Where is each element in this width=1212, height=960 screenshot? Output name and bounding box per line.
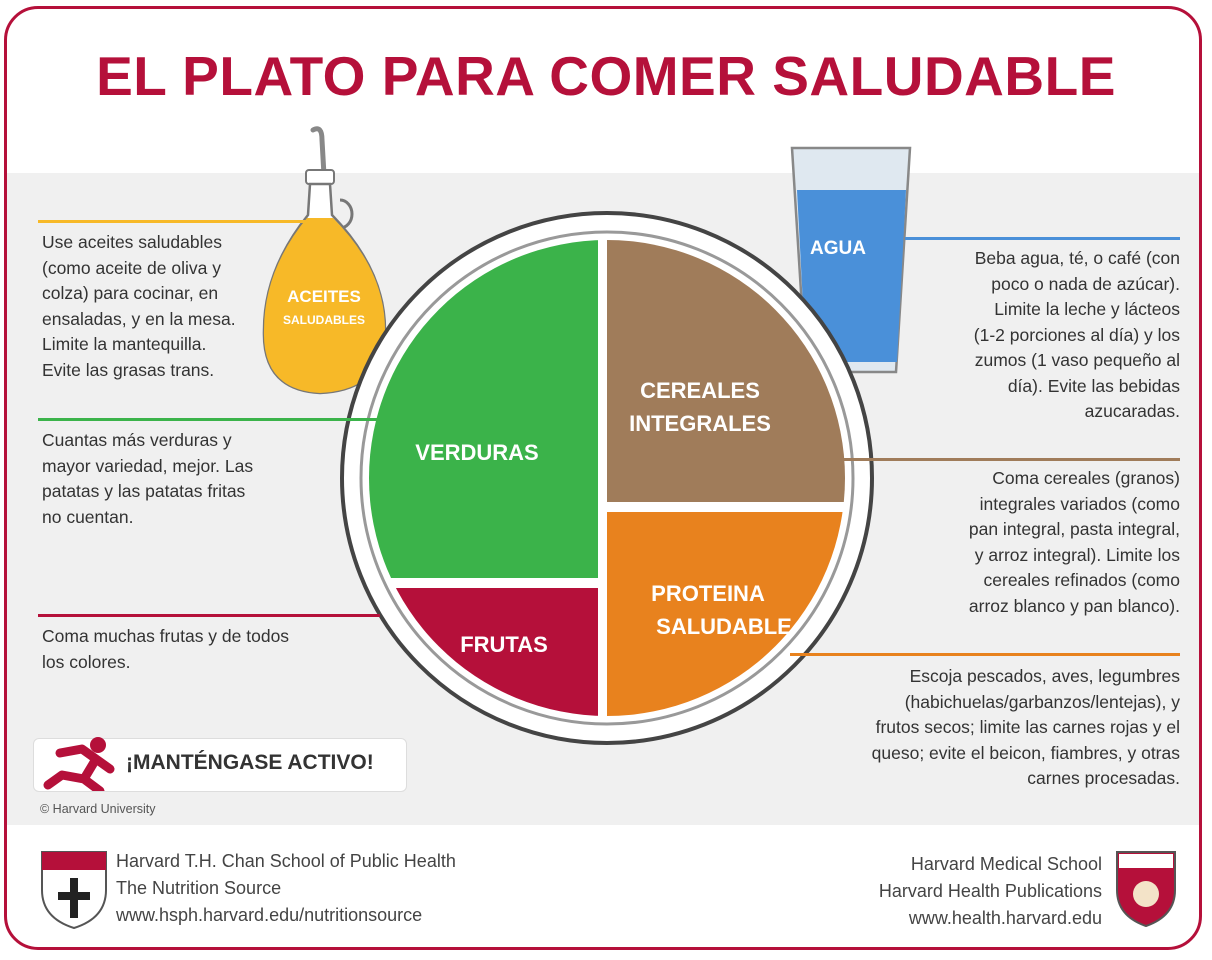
text-line: The Nutrition Source — [116, 878, 282, 898]
text-line: Coma muchas frutas y de todos — [42, 626, 290, 646]
text-line: los colores. — [42, 651, 131, 672]
text-line: mayor variedad, mejor. Las — [42, 455, 254, 476]
hsph-shield-icon — [41, 851, 107, 930]
copyright: © Harvard University — [40, 802, 156, 816]
text-line: arroz blanco y pan blanco). — [968, 595, 1180, 616]
hms-shield-icon — [1116, 851, 1176, 928]
hsph-url: www.hsph.harvard.edu/nutritionsource — [116, 905, 423, 925]
text-line: colza) para cocinar, en — [42, 283, 219, 303]
text-line: cereales refinados (como — [983, 570, 1180, 590]
verduras-section — [369, 240, 598, 578]
page-title: EL PLATO PARA COMER SALUDABLE — [96, 45, 1116, 107]
text-line: (como aceite de oliva y — [42, 257, 221, 278]
oil-label-2: SALUDABLES — [283, 313, 365, 327]
stay-active-banner: ¡MANTÉNGASE ACTIVO! — [33, 737, 407, 792]
cereales-label-2: INTEGRALES — [629, 411, 771, 436]
verduras-line — [38, 418, 378, 421]
water-glass-icon: AGUA — [790, 146, 912, 374]
text-line: zumos (1 vaso pequeño al — [974, 350, 1180, 370]
agua-note: Beba agua, té, o café (con poco o nada de… — [974, 246, 1180, 425]
water-label: AGUA — [810, 238, 866, 259]
text-line: Harvard Health Publications — [878, 881, 1102, 901]
footer-left: Harvard T.H. Chan School of Public Healt… — [116, 848, 456, 929]
text-line: integrales variados (como — [979, 493, 1180, 514]
text-line: Limite la mantequilla. — [42, 334, 207, 354]
proteina-line — [790, 653, 1180, 656]
text-line: día). Evite las bebidas — [1007, 375, 1180, 396]
text-line: ensaladas, y en la mesa. — [42, 308, 236, 329]
text-line: (habichuelas/garbanzos/lentejas), y — [904, 691, 1180, 712]
text-line: Escoja pescados, aves, legumbres — [909, 666, 1180, 686]
text-line: frutos secos; limite las carnes rojas y … — [875, 717, 1180, 737]
proteina-label-2: SALUDABLE — [656, 614, 792, 639]
text-line: Use aceites saludables — [42, 232, 222, 252]
cereales-label-1: CEREALES — [640, 378, 760, 403]
text-line: Limite la leche y lácteos — [994, 299, 1180, 319]
agua-line — [905, 237, 1180, 240]
text-line: Cuantas más verduras y — [42, 430, 232, 450]
verduras-label: VERDURAS — [415, 440, 538, 465]
text-line: Evite las grasas trans. — [42, 359, 215, 380]
aceites-note: Use aceites saludables (como aceite de ol… — [42, 230, 236, 383]
text-line: azucaradas. — [1084, 401, 1180, 421]
text-line: Beba agua, té, o café (con — [974, 248, 1180, 268]
text-line: Harvard Medical School — [910, 854, 1102, 874]
frutas-line — [38, 614, 380, 617]
text-line: y arroz integral). Limite los — [974, 544, 1180, 565]
cereales-line — [840, 458, 1180, 461]
aceites-line — [38, 220, 310, 223]
text-line: patatas y las patatas fritas — [42, 481, 246, 501]
proteina-label-1: PROTEINA — [651, 581, 765, 606]
health-url: www.health.harvard.edu — [908, 908, 1102, 928]
frutas-note: Coma muchas frutas y de todos los colores… — [42, 624, 289, 675]
text-line: Coma cereales (granos) — [992, 468, 1180, 488]
running-person-icon — [43, 737, 115, 791]
text-line: queso; evite el beicon, fiambres, y otra… — [871, 742, 1180, 763]
text-line: no cuentan. — [42, 506, 134, 527]
text-line: pan integral, pasta integral, — [968, 519, 1180, 539]
oil-bottle-icon: ACEITES SALUDABLES — [262, 126, 387, 395]
text-line: poco o nada de azúcar). — [991, 273, 1180, 294]
verduras-note: Cuantas más verduras y mayor variedad, me… — [42, 428, 253, 530]
cereales-note: Coma cereales (granos) integrales variado… — [969, 466, 1180, 619]
frutas-label: FRUTAS — [460, 632, 548, 657]
text-line: (1-2 porciones al día) y los — [973, 324, 1180, 345]
proteina-note: Escoja pescados, aves, legumbres (habichu… — [872, 664, 1180, 792]
stay-active-text: ¡MANTÉNGASE ACTIVO! — [126, 751, 374, 774]
oil-label-1: ACEITES — [287, 287, 361, 306]
text-line: Harvard T.H. Chan School of Public Healt… — [116, 851, 456, 871]
text-line: carnes procesadas. — [1027, 768, 1180, 788]
